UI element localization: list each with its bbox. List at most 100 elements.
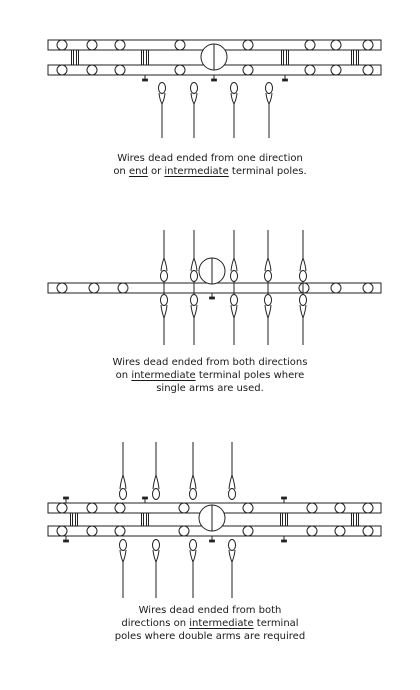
caption-line: on end or intermediate terminal poles. xyxy=(100,165,320,178)
dead-end-loop xyxy=(189,539,197,551)
caption-line: poles where double arms are required xyxy=(110,630,310,643)
insulator-pin-hole xyxy=(362,525,374,537)
caption-line: single arms are used. xyxy=(100,382,320,395)
dead-end-loop xyxy=(230,82,238,94)
insulator-pin-hole xyxy=(114,525,126,537)
strain-clamp xyxy=(299,256,307,272)
strain-clamp xyxy=(119,549,127,564)
dead-end-loop xyxy=(230,270,238,282)
caption-text: terminal poles. xyxy=(228,166,307,177)
insulator-pin-hole xyxy=(178,525,190,537)
insulator-pin-hole xyxy=(242,39,254,51)
dead-end-loop xyxy=(152,539,160,551)
caption-underlined-term: intermediate xyxy=(164,166,229,177)
dead-end-loop xyxy=(228,539,236,551)
strain-clamp xyxy=(230,92,238,106)
figure-one-direction xyxy=(47,39,382,138)
caption-line: Wires dead ended from both directions xyxy=(100,356,320,369)
dead-end-loop xyxy=(264,270,272,282)
strain-clamp xyxy=(190,92,198,106)
strain-clamp xyxy=(228,549,236,564)
dead-end-loop xyxy=(265,82,273,94)
caption-text: Wires dead ended from one direction xyxy=(117,153,303,164)
insulator-pin-hole xyxy=(304,39,316,51)
insulator-pin-hole xyxy=(117,282,129,294)
insulator-pin-hole xyxy=(114,502,126,514)
insulator-pin-hole xyxy=(56,64,68,76)
insulator-pin-hole xyxy=(362,39,374,51)
bolt-nut xyxy=(142,78,148,82)
dead-end-loop xyxy=(190,82,198,94)
insulator-pin-hole xyxy=(242,502,254,514)
insulator-pin-hole xyxy=(304,64,316,76)
caption-underlined-term: intermediate xyxy=(131,370,196,381)
dead-end-loop xyxy=(189,488,197,500)
bolt-nut xyxy=(142,496,148,500)
insulator-pin-hole xyxy=(330,282,342,294)
caption-line: directions on intermediate terminal xyxy=(110,617,310,630)
strain-clamp xyxy=(189,473,197,490)
dead-end-loop xyxy=(160,270,168,282)
bolt-nut xyxy=(63,496,69,500)
insulator-pin-hole xyxy=(88,282,100,294)
dead-end-loop xyxy=(299,270,307,282)
insulator-pin-hole xyxy=(86,502,98,514)
insulator-pin-hole xyxy=(306,502,318,514)
insulator-pin-hole xyxy=(362,282,374,294)
strain-clamp xyxy=(158,92,166,106)
insulator-pin-hole xyxy=(242,525,254,537)
dead-end-loop xyxy=(264,294,272,306)
strain-clamp xyxy=(152,549,160,564)
bolt-nut xyxy=(63,539,69,543)
insulator-pin-hole xyxy=(86,39,98,51)
bolt-nut xyxy=(209,539,215,543)
insulator-pin-hole xyxy=(86,525,98,537)
caption-text: directions on xyxy=(121,618,190,629)
caption-line: on intermediate terminal poles where xyxy=(100,369,320,382)
insulator-pin-hole xyxy=(56,39,68,51)
insulator-pin-hole xyxy=(298,282,310,294)
crossarm-brace-block xyxy=(351,49,359,66)
insulator-pin-hole xyxy=(86,64,98,76)
insulator-pin-hole xyxy=(330,39,342,51)
strain-clamp xyxy=(264,256,272,272)
insulator-pin-hole xyxy=(362,502,374,514)
insulator-pin-hole xyxy=(362,64,374,76)
strain-clamp xyxy=(160,304,168,320)
strain-clamp xyxy=(230,304,238,320)
caption-text: terminal xyxy=(253,618,299,629)
bolt-nut xyxy=(281,539,287,543)
caption-underlined-term: end xyxy=(128,166,148,177)
insulator-pin-hole xyxy=(334,525,346,537)
caption-text: on xyxy=(113,166,129,177)
caption-text: poles where double arms are required xyxy=(114,631,306,642)
caption-line: Wires dead ended from both xyxy=(110,604,310,617)
strain-clamp xyxy=(228,473,236,490)
dead-end-loop xyxy=(158,82,166,94)
insulator-pin-hole xyxy=(330,64,342,76)
dead-end-loop xyxy=(190,270,198,282)
caption-line: Wires dead ended from one direction xyxy=(100,152,320,165)
strain-clamp xyxy=(152,473,160,490)
insulator-pin-hole xyxy=(242,64,254,76)
caption-text: or xyxy=(147,166,165,177)
dead-end-loop xyxy=(119,488,127,500)
insulator-pin-hole xyxy=(56,282,68,294)
strain-clamp xyxy=(265,92,273,106)
insulator-pin-hole xyxy=(114,39,126,51)
caption-text: Wires dead ended from both directions xyxy=(112,357,308,368)
crossarm-brace-block xyxy=(281,49,289,66)
caption-text: Wires dead ended from both xyxy=(138,605,282,616)
dead-end-loop xyxy=(228,488,236,500)
strain-clamp xyxy=(299,304,307,320)
dead-end-loop xyxy=(119,539,127,551)
figure-both-directions-double-arms xyxy=(47,442,382,598)
dead-end-loop xyxy=(160,294,168,306)
insulator-pin-hole xyxy=(114,64,126,76)
crossarm-brace-block xyxy=(71,49,79,66)
